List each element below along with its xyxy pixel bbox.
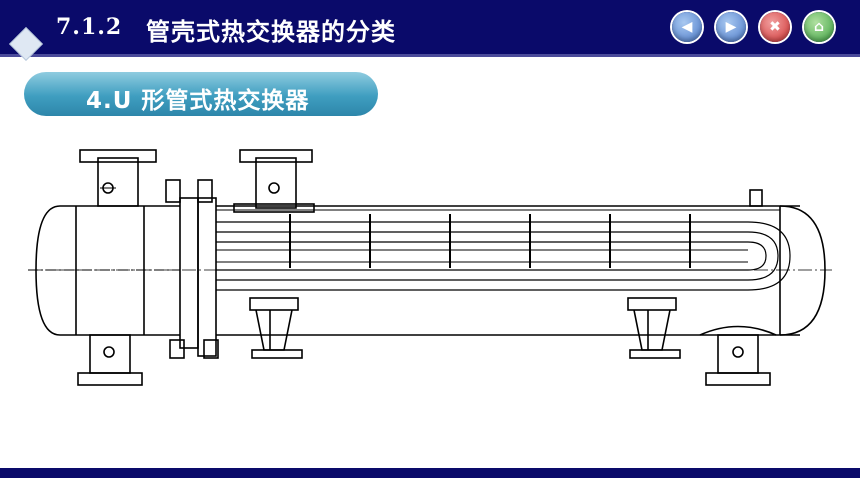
home-icon: ⌂	[813, 19, 825, 35]
forward-button[interactable]: ▶	[716, 12, 746, 42]
u-tube-heat-exchanger-drawing	[28, 149, 832, 386]
section-title: 管壳式热交换器的分类	[146, 18, 396, 46]
back-icon: ◀	[681, 19, 693, 35]
tube-bundle	[216, 221, 791, 291]
home-button[interactable]: ⌂	[804, 12, 834, 42]
right-saddle	[627, 297, 681, 359]
back-button[interactable]: ◀	[672, 12, 702, 42]
section-number: 7.1.2	[56, 14, 123, 40]
close-button[interactable]: ✖	[760, 12, 790, 42]
left-saddle	[249, 297, 303, 359]
header-divider	[0, 54, 860, 57]
subtitle-pill	[24, 72, 378, 116]
subtitle-label: 4.U 形管式热交换器	[86, 88, 310, 114]
nav-button-group: ◀ ▶ ✖ ⌂	[672, 12, 834, 42]
right-head	[779, 205, 826, 336]
forward-icon: ▶	[725, 19, 737, 35]
footer-bar	[0, 468, 860, 478]
baffles	[289, 214, 691, 268]
close-icon: ✖	[769, 19, 781, 35]
